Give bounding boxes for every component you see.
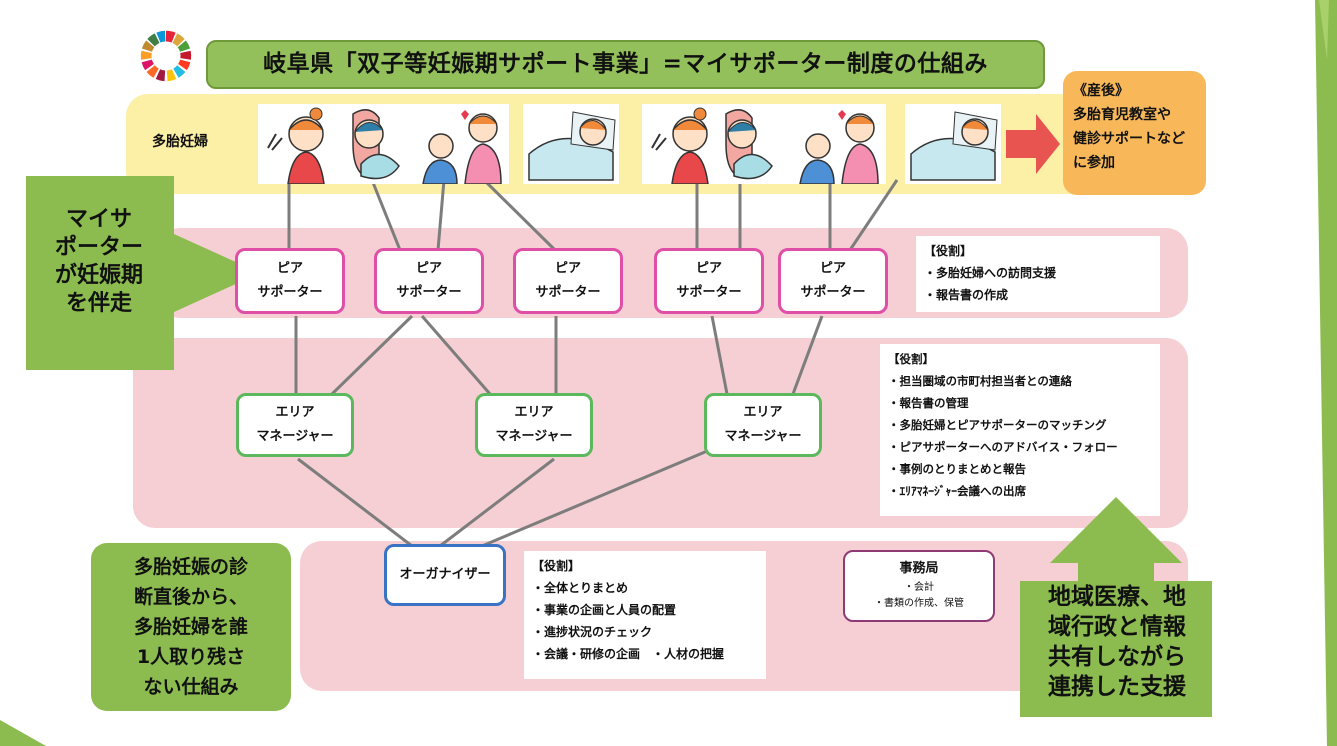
green-arrow-right-icon [26, 176, 260, 370]
node-line: ピア [276, 261, 303, 276]
node-line: マネージャー [724, 429, 802, 444]
illustration-mother-4 [523, 104, 619, 184]
illustration-mother-3 [413, 104, 509, 185]
illustration-mother-7 [790, 104, 886, 185]
left-decoration [0, 720, 46, 746]
right-decoration [1315, 0, 1337, 746]
page-title: 岐阜県「双子等妊娠期サポート事業」=マイサポーター制度の仕組み [206, 40, 1045, 89]
illustration-mother-8 [905, 104, 1001, 184]
no-one-left-behind-box: 多胎妊娠の診 断直後から、 多胎妊婦を誰 1人取り残さ ない仕組み [91, 543, 291, 711]
node-line: マネージャー [495, 429, 573, 444]
area-role-box: 【役割】 ・担当圏域の市町村担当者との連絡 ・報告書の管理 ・多胎妊婦とピアサポ… [880, 344, 1160, 516]
role-item: ・全体とりまとめ [532, 581, 629, 595]
secretariat-title: 事務局 [899, 560, 939, 576]
organizer-node: オーガナイザー [384, 544, 506, 606]
role-item: ・進捗状況のチェック [532, 625, 653, 639]
role-item: ・ピアサポーターへのアドバイス・フォロー [888, 440, 1118, 454]
node-line: エリア [743, 405, 783, 420]
secretariat-line: ・書類の作成、保管 [874, 597, 964, 609]
role-item: ・報告書の管理 [888, 396, 969, 410]
box-line: 1人取り残さ [136, 646, 246, 668]
role-item: ・報告書の作成 [924, 288, 1009, 302]
node-line: サポーター [257, 285, 323, 300]
node-line: オーガナイザー [399, 567, 491, 582]
box-line: 多胎妊婦を誰 [133, 616, 248, 638]
postbirth-line: 《産後》 [1073, 83, 1129, 99]
peer-supporter-node: ピア サポーター [374, 248, 484, 314]
message-line: 連携した支援 [1048, 674, 1186, 700]
node-line: サポーター [396, 285, 462, 300]
area-manager-node: エリア マネージャー [704, 393, 822, 457]
node-line: ピア [819, 261, 846, 276]
message-line: を伴走 [65, 291, 132, 316]
node-line: エリア [514, 405, 554, 420]
peer-supporter-node: ピア サポーター [654, 248, 764, 314]
role-item: ・多胎妊婦への訪問支援 [924, 266, 1057, 280]
sdg-logo [140, 30, 192, 82]
message-line: が妊娠期 [54, 263, 143, 288]
postbirth-box: 《産後》 多胎育児教室や 健診サポートなど に参加 [1063, 71, 1206, 195]
illustration-mother-1 [258, 104, 354, 185]
secretariat-line: ・会計 [904, 581, 934, 593]
node-line: ピア [415, 261, 442, 276]
role-item: ・多胎妊婦とピアサポーターのマッチング [888, 418, 1107, 432]
message-line: 域行政と情報 [1048, 614, 1186, 640]
role-item: ・担当圏域の市町村担当者との連絡 [888, 374, 1072, 388]
node-line: ピア [695, 261, 722, 276]
red-arrow-right-icon [1006, 114, 1060, 174]
mother-label: 多胎妊婦 [152, 134, 208, 150]
postbirth-line: 多胎育児教室や [1073, 107, 1171, 123]
secretariat-box: 事務局 ・会計 ・書類の作成、保管 [843, 550, 995, 622]
peer-supporter-node: ピア サポーター [778, 248, 888, 314]
node-line: マネージャー [256, 429, 334, 444]
area-manager-node: エリア マネージャー [236, 393, 354, 457]
node-line: サポーター [676, 285, 742, 300]
mysupporter-message: マイサ ポーター が妊娠期 を伴走 [36, 206, 162, 318]
role-item: ・会議・研修の企画 ・人材の把握 [532, 647, 725, 661]
node-line: ピア [554, 261, 581, 276]
message-line: 地域医療、地 [1048, 584, 1186, 610]
node-line: サポーター [535, 285, 601, 300]
box-line: ない仕組み [143, 676, 239, 698]
message-line: 共有しながら [1048, 644, 1186, 670]
role-heading: 【役割】 [924, 244, 973, 258]
box-line: 断直後から、 [133, 586, 248, 608]
organizer-role-box: 【役割】 ・全体とりまとめ ・事業の企画と人員の配置 ・進捗状況のチェック ・会… [524, 551, 766, 679]
role-item: ・事業の企画と人員の配置 [532, 603, 677, 617]
role-item: ・ｴﾘｱﾏﾈｰｼﾞｬｰ会議への出席 [888, 484, 1026, 498]
peer-supporter-node: ピア サポーター [513, 248, 623, 314]
message-line: ポーター [54, 235, 143, 260]
community-support-message: 地域医療、地 域行政と情報 共有しながら 連携した支援 [1024, 582, 1210, 702]
node-line: エリア [275, 405, 315, 420]
role-heading: 【役割】 [888, 352, 934, 366]
node-line: サポーター [800, 285, 866, 300]
peer-supporter-node: ピア サポーター [235, 248, 345, 314]
role-heading: 【役割】 [532, 559, 581, 573]
area-manager-node: エリア マネージャー [475, 393, 593, 457]
postbirth-line: 健診サポートなど [1073, 131, 1185, 147]
message-line: マイサ [65, 207, 132, 232]
postbirth-line: に参加 [1073, 155, 1115, 171]
green-arrow-up-icon [1020, 497, 1212, 717]
box-line: 多胎妊娠の診 [133, 556, 248, 578]
peer-role-box: 【役割】 ・多胎妊婦への訪問支援 ・報告書の作成 [916, 236, 1160, 312]
role-item: ・事例のとりまとめと報告 [888, 462, 1026, 476]
